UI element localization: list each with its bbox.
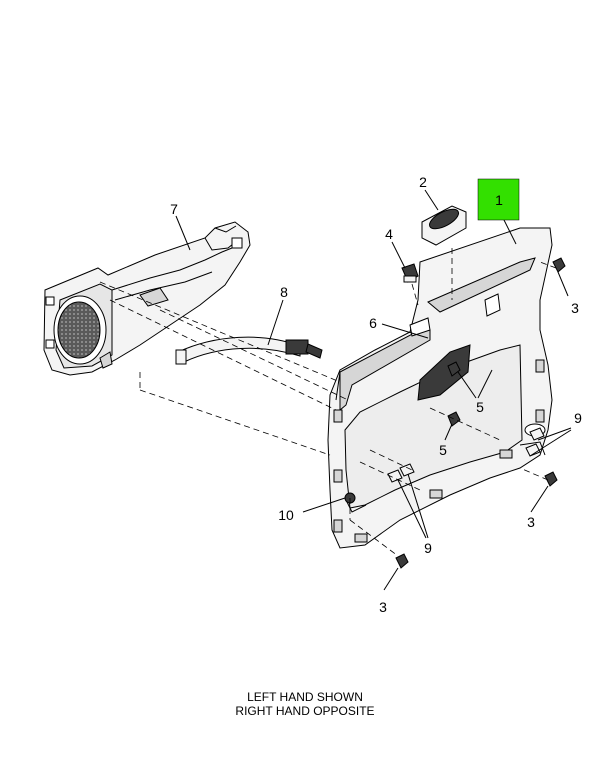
- callout-7[interactable]: 7: [170, 201, 178, 217]
- highlight-box: [477, 178, 520, 221]
- callout-1[interactable]: 1: [495, 192, 503, 208]
- clip-part-4: [401, 263, 419, 283]
- callout-5-bottom[interactable]: 5: [439, 442, 447, 458]
- pull-handle-part: [175, 336, 323, 365]
- speaker-housing-part: [43, 221, 251, 376]
- callout-3-bottom[interactable]: 3: [379, 599, 387, 615]
- callout-5-top[interactable]: 5: [476, 399, 484, 415]
- callout-9-right[interactable]: 9: [574, 410, 582, 426]
- fastener-part-3: [395, 257, 566, 569]
- retainer-part-9: [387, 427, 545, 483]
- door-trim-panel-part: [327, 227, 553, 549]
- caption-line-1: LEFT HAND SHOWN: [247, 690, 363, 704]
- callout-8[interactable]: 8: [280, 284, 288, 300]
- leader-lines: [175, 189, 572, 591]
- caption-line-2: RIGHT HAND OPPOSITE: [235, 704, 375, 718]
- clip-part-5: [447, 361, 461, 427]
- pocket-insert-part: [421, 205, 467, 246]
- callout-3-right[interactable]: 3: [527, 514, 535, 530]
- callout-10[interactable]: 10: [278, 507, 294, 523]
- caption: LEFT HAND SHOWN RIGHT HAND OPPOSITE: [0, 690, 610, 718]
- callout-6[interactable]: 6: [369, 315, 377, 331]
- callout-2[interactable]: 2: [419, 174, 427, 190]
- callout-9-bottom[interactable]: 9: [424, 540, 432, 556]
- callout-4[interactable]: 4: [385, 226, 393, 242]
- callout-3-top[interactable]: 3: [571, 300, 579, 316]
- assembly-lines: [99, 248, 557, 557]
